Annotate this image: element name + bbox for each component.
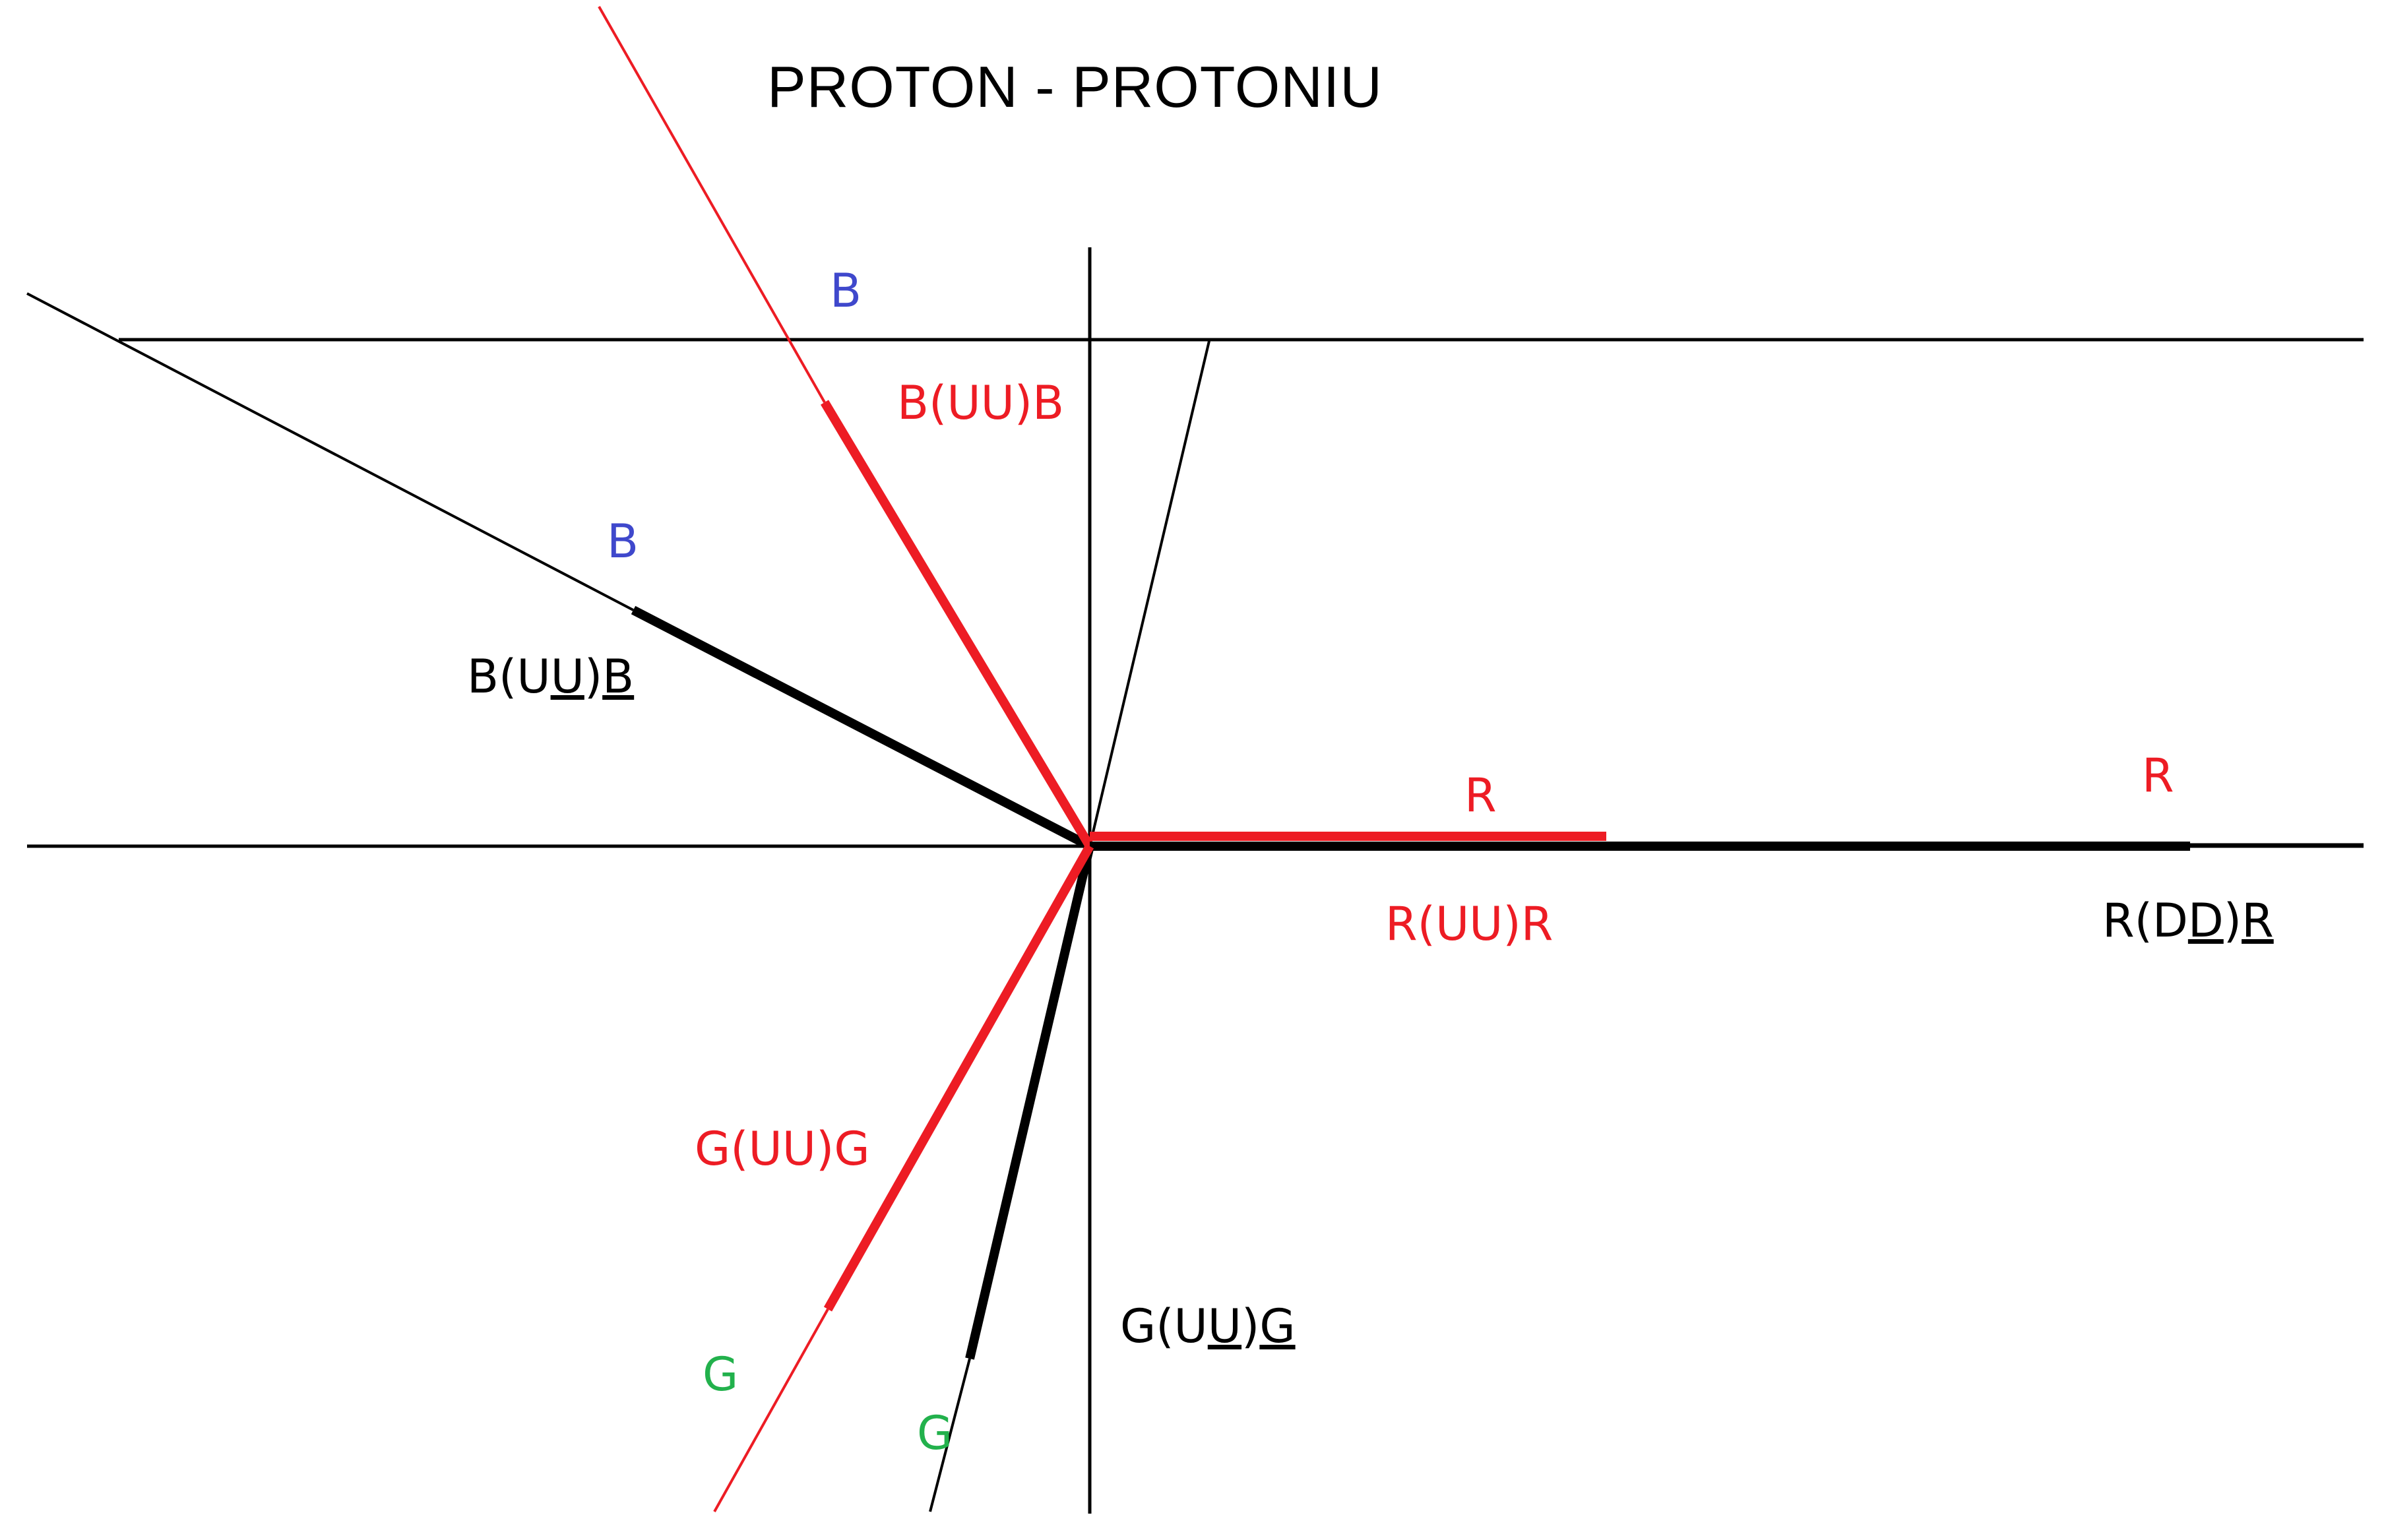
label-green-left: G bbox=[703, 1347, 738, 1401]
black-upper-left-thin-line bbox=[26, 292, 634, 611]
label-red-right-top: R bbox=[1464, 768, 1497, 822]
red-upper-thin-line bbox=[598, 6, 826, 403]
labels: B B(UU)B B B(UU)B R R(UU)R R R(DD)R G(UU… bbox=[467, 264, 2274, 1460]
label-black-upper-left: B(UU)B bbox=[467, 650, 634, 704]
black-upper-left-vector bbox=[631, 605, 1092, 851]
label-red-far-right-top: R bbox=[2142, 749, 2174, 803]
label-red-right: R(UU)R bbox=[1385, 897, 1553, 951]
black-lower-vector bbox=[965, 845, 1094, 1360]
thin-lines bbox=[26, 6, 2364, 1512]
red-lower-thin-line bbox=[713, 1309, 829, 1512]
black-upper-right-thin-line bbox=[1088, 340, 1210, 847]
label-black-far-right: R(DD)R bbox=[2102, 894, 2274, 948]
label-green-right: G bbox=[917, 1406, 953, 1460]
label-red-lower: G(UU)G bbox=[695, 1122, 870, 1176]
diagram-title: PROTON - PROTONIU bbox=[767, 54, 1383, 119]
red-upper-vector bbox=[820, 400, 1094, 849]
label-red-upper: B(UU)B bbox=[897, 376, 1064, 430]
label-blue-left: B bbox=[607, 514, 639, 569]
black-lower-thin-line bbox=[929, 1358, 971, 1512]
red-lower-vector bbox=[823, 844, 1094, 1312]
label-blue-top: B bbox=[830, 264, 862, 318]
thick-vectors bbox=[631, 400, 2190, 1360]
label-black-lower: G(UU)G bbox=[1120, 1299, 1296, 1353]
